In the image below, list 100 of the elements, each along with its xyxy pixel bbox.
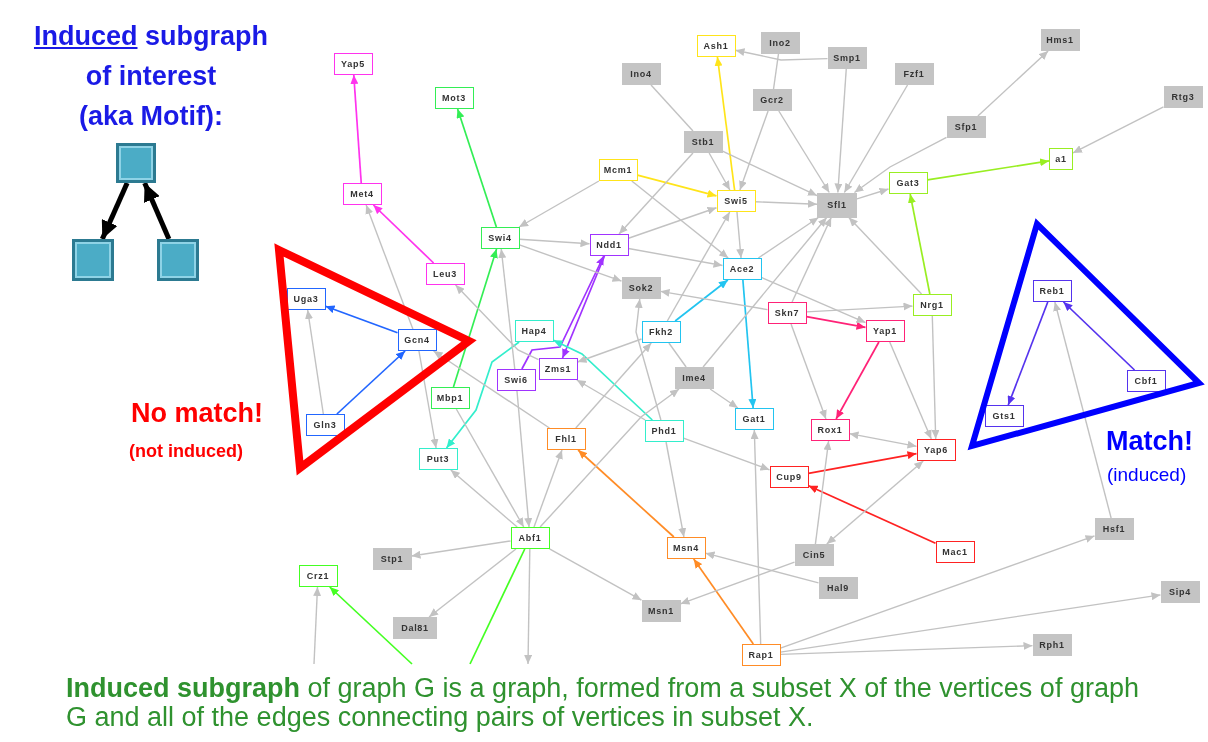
arrow: [754, 199, 818, 208]
arrow: [336, 350, 406, 415]
gene-node: Nrg1: [912, 294, 952, 316]
gene-node: Hms1: [1040, 29, 1080, 51]
gene-node: Uga3: [286, 288, 326, 310]
gene-node: Gcn4: [397, 329, 437, 351]
arrow: [734, 47, 829, 61]
arrow: [704, 551, 820, 584]
gene-node: Ndd1: [589, 234, 629, 256]
arrow: [452, 248, 498, 388]
arrow: [1062, 301, 1136, 371]
gene-node: Zms1: [538, 358, 578, 380]
arrow: [100, 182, 130, 240]
arrow: [552, 339, 654, 421]
arrow: [834, 68, 847, 194]
gene-node: Stb1: [683, 131, 723, 153]
arrow: [709, 388, 739, 409]
gene-node: Fkh2: [641, 321, 681, 343]
gene-node: Ace2: [722, 258, 762, 280]
gene-node: Yap1: [865, 320, 905, 342]
arrow: [324, 305, 399, 334]
arrow: [692, 558, 755, 645]
arrow: [977, 50, 1049, 117]
gene-node: Mac1: [935, 541, 975, 563]
gene-node: Rap1: [741, 644, 781, 666]
arrow: [760, 276, 867, 324]
gene-node: Reb1: [1032, 280, 1072, 302]
result-label: Match!: [1106, 426, 1193, 457]
arrow: [518, 244, 623, 283]
gene-node: Sfl1: [817, 192, 857, 218]
arrow: [576, 338, 643, 364]
gene-node: Gln3: [305, 414, 345, 436]
gene-node: Gcr2: [752, 89, 792, 111]
arrow: [736, 211, 745, 259]
arrow: [627, 206, 718, 239]
arrow: [518, 238, 591, 248]
gene-node: Rox1: [810, 419, 850, 441]
arrow: [889, 341, 932, 440]
arrow: [539, 388, 680, 528]
arrow: [418, 350, 439, 449]
arrow: [304, 309, 325, 415]
gene-node: Stp1: [372, 548, 412, 570]
arrow: [456, 108, 498, 228]
arrow: [576, 379, 646, 421]
arrow: [634, 298, 662, 421]
arrow: [533, 449, 564, 528]
arrow: [814, 440, 832, 545]
arrow: [631, 180, 729, 259]
arrow: [856, 187, 890, 200]
arrow: [561, 255, 606, 359]
gene-node: Dal81: [393, 617, 437, 639]
gene-node: Hap4: [514, 320, 554, 342]
gene-node: Swi6: [496, 369, 536, 391]
arrow: [432, 350, 551, 429]
arrow: [410, 540, 512, 559]
result-label: (induced): [1107, 464, 1187, 486]
arrow: [518, 180, 600, 228]
arrow: [1007, 301, 1049, 406]
gene-node: Cbf1: [1126, 370, 1166, 392]
arrow: [627, 247, 724, 268]
gene-node: a1: [1049, 148, 1073, 170]
arrow: [350, 74, 363, 184]
arrow: [365, 204, 414, 330]
gene-node: Ino4: [621, 63, 661, 85]
arrow: [142, 182, 172, 240]
gene-node: Abf1: [510, 527, 550, 549]
gene-node: Gat1: [734, 408, 774, 430]
gene-node: Yap6: [916, 439, 956, 461]
arrow: [618, 152, 694, 235]
arrow: [445, 341, 520, 449]
arrow: [372, 204, 435, 264]
arrow: [498, 248, 516, 370]
arrow: [428, 548, 517, 618]
arrow: [848, 216, 923, 295]
gene-node: Rtg3: [1163, 86, 1203, 108]
connector-line: [650, 84, 694, 132]
arrow: [843, 84, 909, 194]
arrow: [721, 150, 818, 197]
gene-node: Msn4: [666, 537, 706, 559]
arrow: [682, 437, 771, 471]
arrow: [907, 193, 931, 295]
gene-node: Gts1: [984, 405, 1024, 427]
arrow: [779, 534, 1096, 649]
gene-node: Phd1: [644, 420, 684, 442]
gene-node: Cup9: [769, 466, 809, 488]
gene-node: Mot3: [434, 87, 474, 109]
arrow: [738, 110, 769, 191]
gene-node: Msn1: [641, 600, 681, 622]
result-label: No match!: [131, 398, 263, 429]
arrow: [516, 390, 533, 528]
arrow: [750, 429, 762, 645]
gene-node: Met4: [342, 183, 382, 205]
gene-node: Swi5: [716, 190, 756, 212]
arrow: [455, 408, 525, 528]
arrow: [790, 323, 827, 420]
arrow: [702, 216, 828, 368]
arrow: [714, 56, 736, 191]
arrow: [1053, 301, 1112, 519]
arrow: [665, 441, 687, 538]
arrow: [931, 315, 940, 440]
